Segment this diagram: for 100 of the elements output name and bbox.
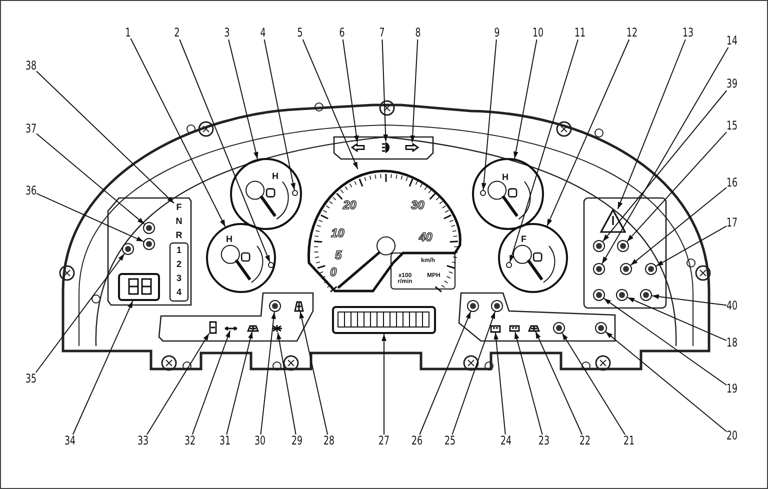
gauge-scale-letter: F bbox=[521, 235, 526, 244]
callout-number: 15 bbox=[726, 120, 738, 132]
callout-number: 6 bbox=[339, 26, 345, 40]
callout-number: 14 bbox=[726, 34, 738, 48]
callout-number: 36 bbox=[26, 184, 36, 198]
callout-number: 1 bbox=[125, 26, 131, 40]
callout-number: 21 bbox=[624, 434, 634, 448]
callout-number: 26 bbox=[412, 434, 422, 448]
turn-signal-arrow-icon bbox=[405, 142, 419, 152]
leader-line bbox=[626, 132, 727, 242]
warning-symbol-icon bbox=[528, 324, 540, 332]
leader-line bbox=[605, 331, 727, 432]
callout-number: 29 bbox=[292, 434, 302, 448]
callout-number: 34 bbox=[64, 434, 76, 448]
callout-number: 5 bbox=[297, 26, 303, 40]
leader-line bbox=[546, 39, 630, 226]
leader-line bbox=[602, 47, 729, 264]
callout-number: 30 bbox=[254, 434, 266, 448]
callout-number: 13 bbox=[682, 26, 694, 40]
leader-line bbox=[617, 39, 686, 210]
leader-line bbox=[410, 39, 418, 143]
indicator-lamp-icon bbox=[122, 243, 134, 255]
leader-line bbox=[651, 294, 727, 306]
leader-line bbox=[299, 311, 328, 435]
leader-line bbox=[146, 333, 210, 435]
indicator-lamp-icon bbox=[645, 263, 657, 275]
indicator-lamp-icon bbox=[480, 190, 486, 196]
speed-scale-number: 40 bbox=[419, 231, 432, 243]
callout-number: 17 bbox=[726, 216, 738, 230]
leader-line bbox=[656, 226, 727, 267]
leader-line bbox=[226, 331, 253, 435]
leader-line bbox=[562, 332, 626, 435]
indicator-lamp-icon bbox=[593, 240, 605, 252]
callout-number: 7 bbox=[379, 26, 385, 40]
callout-number: 19 bbox=[726, 382, 738, 396]
callout-number: 8 bbox=[415, 26, 421, 40]
leader-line bbox=[302, 38, 358, 170]
gauge-scale-letter: H bbox=[502, 173, 508, 182]
leader-line bbox=[627, 296, 727, 342]
speed-scale-number: 10 bbox=[331, 227, 344, 239]
indicator-lamp-icon bbox=[269, 300, 281, 312]
gauge bbox=[206, 223, 276, 293]
headlamp-icon bbox=[380, 142, 392, 152]
warning-symbol-icon bbox=[490, 324, 500, 332]
callout-number: 39 bbox=[726, 78, 738, 90]
leader-line bbox=[382, 334, 386, 435]
callout-number: 9 bbox=[494, 26, 500, 40]
leader-line bbox=[419, 311, 472, 435]
callout-number: 32 bbox=[184, 434, 196, 448]
leader-line bbox=[228, 39, 258, 160]
leader-line bbox=[264, 39, 296, 191]
callout-number: 38 bbox=[26, 60, 36, 72]
leader-line bbox=[630, 186, 727, 266]
callout-number: 2 bbox=[174, 26, 180, 40]
warning-symbol-icon bbox=[209, 320, 217, 334]
gauge-scale-letter: H bbox=[272, 172, 278, 181]
indicator-lamp-icon bbox=[292, 190, 298, 196]
callout-number: 12 bbox=[626, 26, 638, 40]
leader-line bbox=[513, 39, 538, 160]
speed-scale-number: 0 bbox=[330, 266, 337, 278]
gauge bbox=[472, 158, 544, 230]
indicator-lamp-icon bbox=[268, 262, 274, 268]
gear-position-letter: F bbox=[174, 202, 184, 214]
indicator-lamp-icon bbox=[467, 300, 479, 312]
leader-line bbox=[452, 311, 496, 435]
warning-symbol-icon bbox=[247, 324, 259, 332]
leader-line bbox=[260, 311, 276, 435]
callout-number: 18 bbox=[726, 336, 738, 350]
callout-number: 40 bbox=[726, 300, 738, 312]
gear-position-letter: N bbox=[174, 216, 184, 226]
gear-number: 1 bbox=[175, 245, 182, 255]
speed-scale-number: 20 bbox=[343, 199, 356, 211]
leader-line bbox=[602, 90, 728, 242]
speed-scale-number: 30 bbox=[411, 199, 424, 211]
indicator-lamp-icon bbox=[143, 238, 155, 250]
leader-line bbox=[36, 192, 144, 242]
callout-number: 11 bbox=[574, 26, 586, 40]
indicator-lamp-icon bbox=[640, 289, 652, 301]
leader-line bbox=[603, 298, 727, 386]
speed-scale-number: 5 bbox=[335, 249, 342, 261]
warning-symbol-icon bbox=[294, 300, 304, 312]
callout-number: 28 bbox=[324, 434, 334, 448]
leader-line bbox=[36, 70, 174, 204]
indicator-lamp-icon bbox=[595, 322, 607, 334]
leader-line bbox=[192, 330, 231, 435]
indicator-lamp-icon bbox=[593, 289, 605, 301]
warning-symbol-icon bbox=[508, 324, 520, 332]
callout-number: 10 bbox=[532, 26, 544, 40]
indicator-lamp-icon bbox=[491, 300, 503, 312]
callout-number: 23 bbox=[538, 434, 550, 448]
double-arrow-icon bbox=[224, 326, 238, 330]
segment-display bbox=[118, 273, 160, 301]
leader-line bbox=[72, 300, 134, 435]
lcd-display bbox=[332, 306, 436, 334]
gear-number: 4 bbox=[175, 287, 182, 297]
gear-number: 3 bbox=[175, 273, 182, 283]
gauge bbox=[230, 158, 302, 230]
indicator-lamp-icon bbox=[506, 262, 512, 268]
gear-number: 2 bbox=[175, 259, 182, 269]
callout-number: 4 bbox=[260, 26, 266, 40]
